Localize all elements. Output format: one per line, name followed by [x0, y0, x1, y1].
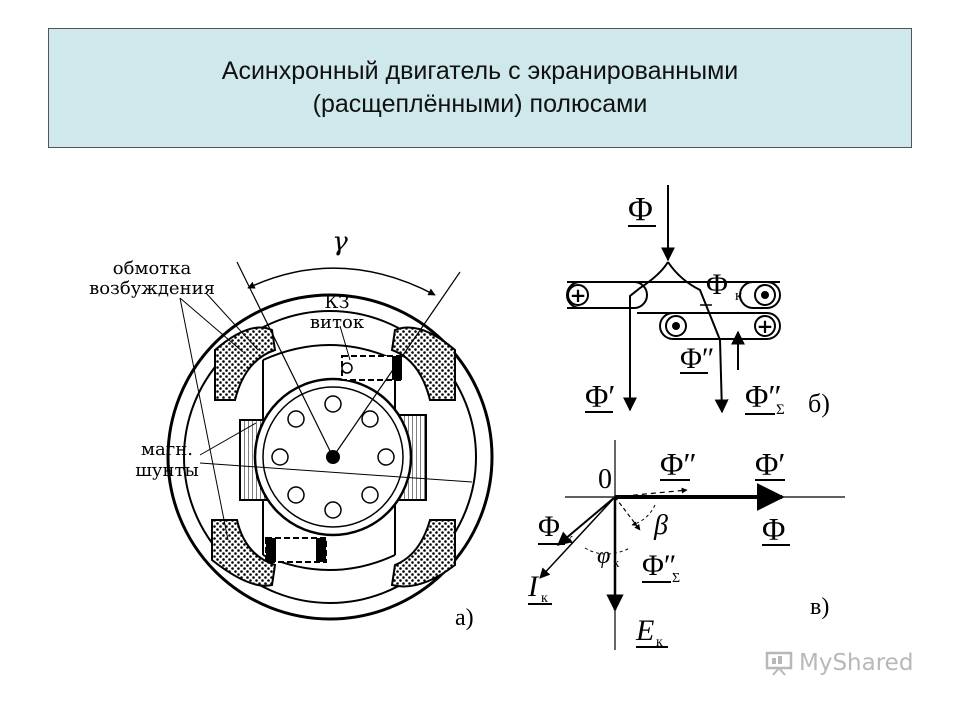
gamma-arc	[247, 267, 436, 296]
phi-k-angle-label: φ	[597, 543, 610, 569]
emf-sub: к	[656, 635, 663, 650]
phi-k-label: Φ	[706, 268, 728, 301]
kz-coil-bottom-end-right	[316, 538, 326, 562]
vector-phi-sigma	[614, 496, 641, 531]
current-sub: к	[541, 591, 548, 606]
phi-dprime-label: Φ″	[680, 342, 714, 375]
v-phi-label: Φ	[762, 511, 785, 547]
terminal-plus-bottom-icon	[754, 315, 776, 337]
panel-v: 0 Φ″ Φ′ Φ β Φ к φ к Φ″ Σ I к E к в)	[527, 440, 845, 650]
vector-i-k	[539, 496, 616, 579]
winding-block-bottom-right	[390, 519, 456, 588]
winding-label-line-1: обмотка	[113, 258, 192, 279]
title-banner: Асинхронный двигатель с экранированными …	[48, 28, 912, 148]
v-phi-k-label: Φ	[538, 510, 560, 543]
phi-prime-label: Φ′	[585, 378, 615, 414]
winding-block-top-left	[214, 326, 277, 401]
winding-label-line-2: возбуждения	[89, 278, 215, 299]
v-phi-sigma-sub: Σ	[672, 571, 680, 586]
phi-k-arc	[584, 547, 631, 555]
presentation-icon	[765, 651, 793, 676]
origin-label: 0	[598, 464, 612, 495]
phi-sigma-sub: Σ	[776, 402, 785, 418]
shunt-label-line-2: шунты	[135, 460, 199, 481]
phi-k-sub: к	[735, 288, 743, 304]
beta-label: β	[653, 510, 668, 541]
terminal-plus-left: +	[570, 283, 587, 307]
title-line-2: (расщеплёнными) полюсами	[312, 90, 648, 118]
panel-v-label: в)	[810, 594, 829, 620]
vector-phi-dprime	[614, 487, 688, 498]
kz-label-line-1: КЗ	[324, 292, 349, 313]
kz-label-line-2: виток	[310, 312, 365, 333]
flux-phi-prime-arrow	[623, 261, 669, 412]
vector-phi-k	[556, 496, 616, 546]
rotor-inner	[262, 386, 404, 528]
phi-sigma-label: Φ″	[745, 378, 782, 414]
terminal-dot-right-center	[761, 291, 769, 299]
title-line-1: Асинхронный двигатель с экранированными	[221, 57, 739, 85]
v-phi-sigma-label: Φ″	[642, 549, 676, 582]
current-label: I	[527, 570, 540, 603]
leader-winding-3	[205, 292, 259, 351]
panel-a: γ обмотка возбуждения КЗ виток магн. шун…	[89, 227, 494, 631]
leader-shunt-2	[199, 462, 473, 483]
kz-coil-top-terminal	[341, 362, 353, 374]
watermark-text: MyShared	[799, 650, 914, 676]
flux-phi-sigma-arrow	[667, 261, 729, 414]
kz-coil-bottom-end-left	[266, 538, 276, 562]
phi-k-angle-sub: к	[613, 555, 620, 570]
kz-coil-top-end	[392, 356, 402, 380]
watermark: MyShared	[765, 650, 913, 676]
rotor-bars	[271, 395, 395, 519]
beta-arc	[631, 504, 656, 527]
panel-a-label: а)	[455, 605, 474, 631]
stator-inner-ring	[183, 310, 477, 604]
panel-b: + + Φ Φ к Φ″ Φ′ Φ″ Σ б)	[566, 185, 830, 418]
gamma-line-right	[332, 271, 461, 458]
emf-label: E	[635, 614, 654, 647]
winding-block-top-right	[390, 326, 456, 401]
v-phi-prime-label: Φ′	[755, 446, 785, 482]
terminal-dot-bottom-center	[672, 322, 680, 330]
v-phi-dprime-label: Φ″	[660, 446, 697, 482]
terminal-plus-bottom: +	[757, 314, 774, 338]
terminal-plus-left-icon	[567, 284, 589, 306]
leader-winding-1	[179, 297, 244, 353]
shunt-label-line-1: магн.	[141, 439, 193, 460]
phi-label: Φ	[628, 191, 653, 228]
leader-winding-2	[179, 297, 229, 541]
panel-b-label: б)	[808, 389, 830, 418]
gamma-label: γ	[332, 227, 348, 257]
leader-kz	[339, 325, 351, 361]
v-phi-k-sub: к	[566, 531, 574, 547]
leader-shunt-1	[199, 422, 257, 456]
